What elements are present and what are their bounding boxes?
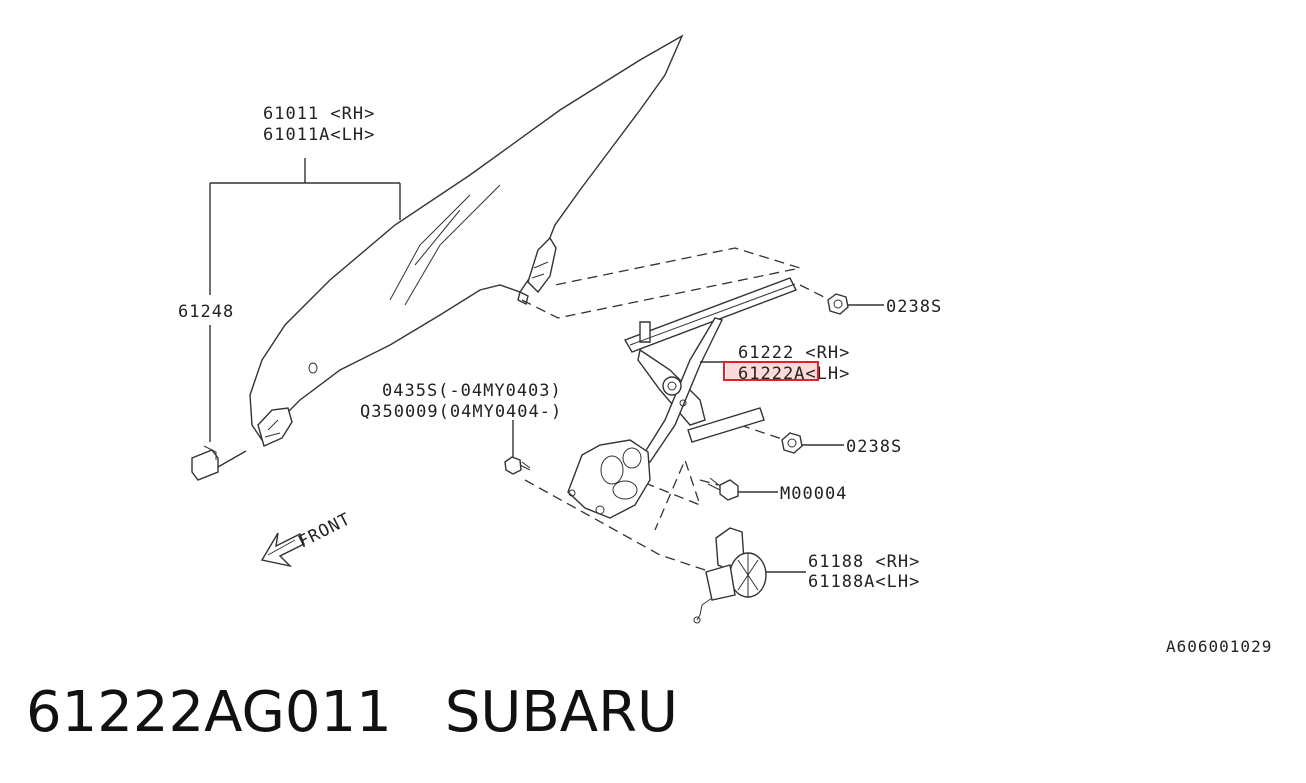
caption: 61222AG011 SUBARU [26,680,678,745]
glass-holder [191,445,247,481]
label-regulator-rh: 61222 <RH> [738,343,850,363]
label-nut-upper: 0238S [886,297,942,317]
highlight-box [723,361,819,381]
label-glass-rh: 61011 <RH> [263,104,375,124]
label-bolt-b: Q350009(04MY0404-) [360,402,562,422]
window-glass [249,34,684,447]
assembly-dashed-lines [521,247,831,576]
label-glass-holder: 61248 [178,302,234,322]
window-regulator [567,277,797,519]
label-glass-lh: 61011A<LH> [263,125,375,145]
label-bolt-a: 0435S(-04MY0403) [382,381,562,401]
label-motor-lh: 61188A<LH> [808,572,920,592]
part-number: 61222AG011 [26,680,392,745]
parts-diagram: 61011 <RH> 61011A<LH> 61248 61222 <RH> 6… [178,34,1272,656]
bolt-motor [707,477,778,501]
label-motor-rh: 61188 <RH> [808,552,920,572]
label-nut-lower: 0238S [846,437,902,457]
glass-leader-lines [209,158,401,442]
window-motor [693,527,806,624]
label-bolt-motor: M00004 [780,484,847,504]
highlight-fill [726,363,818,380]
nut-lower [781,432,844,454]
nut-upper [827,293,884,315]
bolt-regulator [504,420,531,475]
label-front: FRONT [295,509,354,552]
diagram-code: A606001029 [1166,637,1272,656]
front-arrow-icon [260,532,305,568]
brand-name: SUBARU [444,680,679,745]
